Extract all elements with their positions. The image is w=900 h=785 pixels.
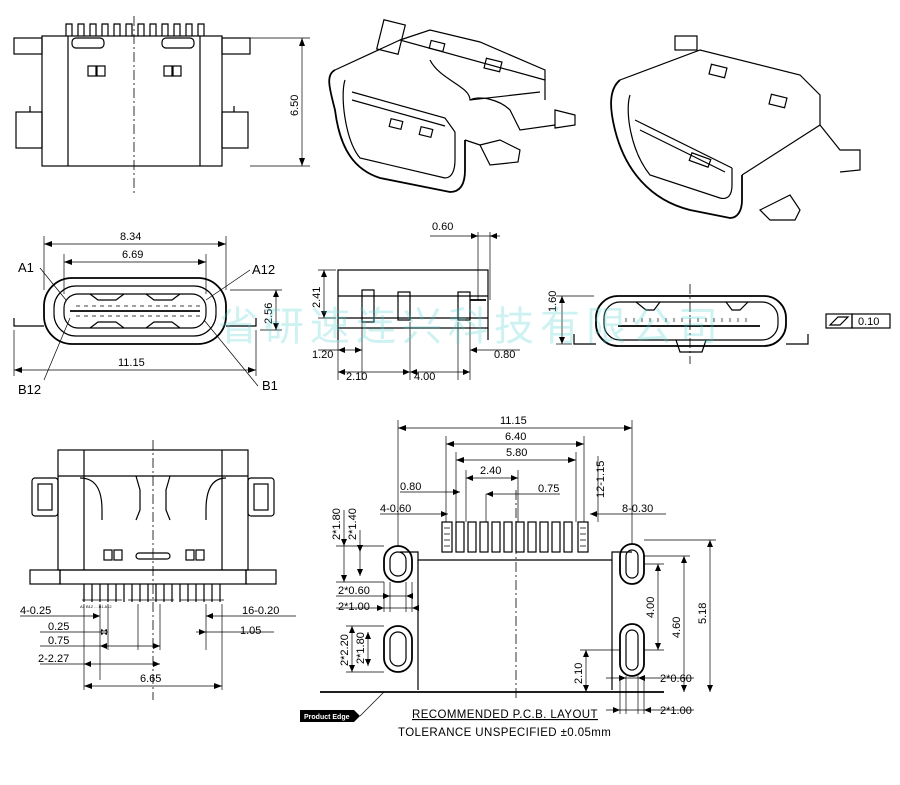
pcb-right-518: 5.18 <box>697 603 709 624</box>
bottom-spacing-c: 1.05 <box>240 625 261 637</box>
iso-view-right <box>610 35 861 221</box>
pcb-title: RECOMMENDED P.C.B. LAYOUT <box>412 709 598 721</box>
front-height-dim: 2.56 <box>263 303 275 324</box>
pin-b1-label: B1 <box>262 378 278 393</box>
pcb-slot-h1: 2*1.80 <box>331 508 343 540</box>
pcb-pad-12: 12-1.15 <box>595 461 607 498</box>
pin-a12-label: A12 <box>252 262 275 277</box>
pcb-right-210: 2.10 <box>573 663 585 684</box>
pin-a1-label: A1 <box>18 260 34 275</box>
top-height-dim: 6.50 <box>289 95 301 116</box>
bottom-spacing-d: 2-2.27 <box>38 653 69 665</box>
pcb-right-w100: 2*1.00 <box>660 705 692 717</box>
pcb-slot-w2: 2*1.00 <box>338 601 370 613</box>
front-width-inner: 6.69 <box>122 249 143 261</box>
iso-view-left <box>328 19 576 193</box>
bottom-pin-width-4: 4-0.25 <box>20 605 51 617</box>
pcb-slot-w1: 2*0.60 <box>338 585 370 597</box>
bottom-spacing-b: 0.75 <box>48 635 69 647</box>
product-edge-label: Product Edge <box>304 714 350 721</box>
bottom-view: A1 B12 ... B1 A12 4-0.25 16-0.20 0.25 1.… <box>20 440 296 700</box>
front-width-outer: 8.34 <box>120 231 141 243</box>
bottom-spacing-a: 0.25 <box>48 621 69 633</box>
side-height-dim: 2.41 <box>311 287 323 308</box>
pin-b12-label: B12 <box>18 382 41 397</box>
top-view: 6.50 <box>13 16 310 196</box>
front-contacts <box>76 305 200 317</box>
side-depth-b: 4.00 <box>414 371 435 383</box>
pcb-right-400: 4.00 <box>645 597 657 618</box>
pcb-right-w060: 2*0.60 <box>660 673 692 685</box>
pcb-slot-h3: 2*2.20 <box>339 634 351 666</box>
pcb-pad-8: 8-0.30 <box>622 503 653 515</box>
front-view: 8.34 6.69 A1 A12 2.56 11.15 B12 B1 <box>13 231 282 397</box>
top-view-contacts <box>65 23 205 36</box>
side-view: 0.60 2.41 1.20 0.80 2.10 4.00 <box>311 221 520 383</box>
bottom-contacts <box>82 584 224 602</box>
front-total-width: 11.15 <box>118 357 145 369</box>
side-pin-width: 0.60 <box>432 221 453 233</box>
pcb-dim-075: 0.75 <box>538 483 559 495</box>
bottom-pin-width-16: 16-0.20 <box>242 605 279 617</box>
side-offset-left: 1.20 <box>312 349 333 361</box>
bottom-width: 6.65 <box>140 673 161 685</box>
bottom-pin-labels: A1 B12 ... B1 A12 <box>80 604 112 609</box>
side-standoff: 0.80 <box>494 349 515 361</box>
pcb-width-240: 2.40 <box>480 465 501 477</box>
side-depth-a: 2.10 <box>346 371 367 383</box>
pcb-slot-h4: 2*1.80 <box>355 632 367 664</box>
rear-height-dim: 1.60 <box>547 291 559 312</box>
pcb-dim-080: 0.80 <box>400 481 421 493</box>
pcb-layout: 11.15 6.40 5.80 2.40 0.80 0.75 12-1.15 4… <box>300 415 716 739</box>
flatness-value: 0.10 <box>858 316 879 328</box>
pcb-pad-4: 4-0.60 <box>380 503 411 515</box>
pcb-width-640: 6.40 <box>505 431 526 443</box>
pcb-right-460: 4.60 <box>671 617 683 638</box>
pcb-pads <box>441 521 589 553</box>
pcb-width-580: 5.80 <box>506 447 527 459</box>
pcb-total-width: 11.15 <box>500 415 527 427</box>
pcb-tolerance: TOLERANCE UNSPECIFIED ±0.05mm <box>398 727 611 739</box>
rear-view: 1.60 0.10 <box>547 284 891 364</box>
pcb-slot-h2: 2*1.40 <box>347 508 359 540</box>
watermark: 省研速连兴科技有限公司 <box>218 304 724 350</box>
